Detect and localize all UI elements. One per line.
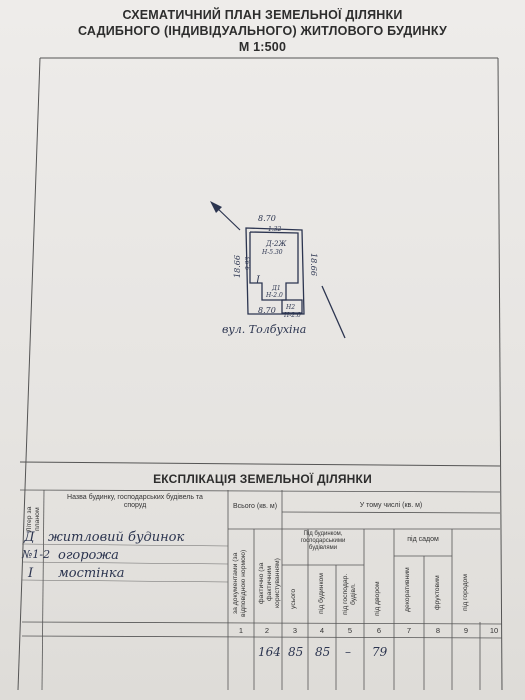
plan-bottom-dimension: 8.70 [258, 306, 276, 315]
col-header-yard: під двором [374, 581, 381, 617]
col-header-actual: фактично (за фактичним користуванням) [258, 558, 281, 608]
col-header-decorative: декоративним [404, 567, 411, 613]
col-header-including: У тому числі (кв. м) [359, 502, 423, 509]
col-header-name: Назва будинку, господарських будівель та… [67, 494, 203, 509]
col-number: 6 [376, 626, 382, 635]
doc-title-line1: СХЕМАТИЧНИЙ ПЛАН ЗЕМЕЛЬНОЇ ДІЛЯНКИ [122, 8, 403, 22]
lot-outline [245, 227, 346, 339]
row-liter: Д [24, 530, 35, 545]
row-liter: I [28, 566, 34, 581]
col-number: 7 [406, 626, 412, 635]
col-header-house: під будинком [318, 573, 325, 615]
col-header-under-buildings: Під будинком, господарськими будівлями [300, 531, 346, 551]
plan-annex1-label: Д1 [272, 285, 281, 292]
row-name: огорожа [58, 548, 119, 563]
col-number: 4 [319, 626, 325, 635]
plan-lot-number: I [256, 275, 260, 286]
col-number: 3 [292, 626, 298, 635]
plan-street-name: вул. Толбухіна [222, 323, 307, 336]
plan-annex2-height: Н-2.0 [284, 312, 301, 319]
plan-inner-top-dimension: 1.32 [268, 226, 282, 233]
value-subtotal: 85 [288, 645, 304, 659]
plan-building-height: Н-5.30 [262, 249, 283, 256]
row-name: мостінка [58, 566, 125, 581]
col-header-fruit: фруктовим [434, 575, 441, 611]
value-yard: 79 [372, 645, 388, 659]
col-header-subtotal: усього [290, 588, 297, 610]
col-header-garden: під садом [407, 536, 439, 543]
col-header-outbuildings: під господар. будівл. [342, 573, 357, 615]
doc-title-line2: САДИБНОГО (ІНДИВІДУАЛЬНОГО) ЖИТЛОВОГО БУ… [78, 24, 447, 38]
col-number: 2 [264, 626, 270, 635]
col-header-total: Всього (кв. м) [232, 503, 278, 510]
value-house: 85 [315, 645, 331, 659]
col-header-vegetable: під городом [462, 574, 469, 612]
plan-building-label: Д-2Ж [266, 240, 287, 248]
col-number: 10 [489, 626, 499, 635]
plan-top-dimension: 8.70 [258, 214, 276, 223]
value-outbuildings: – [345, 645, 351, 659]
plan-annex1-height: Н-2.0 [266, 292, 283, 299]
north-arrow-icon [210, 201, 241, 231]
plan-annex2-label: Н2 [286, 304, 296, 311]
col-number: 8 [435, 626, 441, 635]
row-liter: №1-2 [22, 548, 51, 561]
col-number: 9 [463, 626, 469, 635]
doc-scale: М 1:500 [238, 40, 287, 54]
value-actual: 164 [258, 645, 281, 659]
col-number: 1 [238, 626, 244, 635]
explication-title: ЕКСПЛІКАЦІЯ ЗЕМЕЛЬНОЇ ДІЛЯНКИ [153, 472, 372, 486]
row-name: житловий будинок [48, 530, 185, 545]
col-number: 5 [347, 626, 353, 635]
col-header-docs: за документами (за відповідною нормою) [232, 549, 247, 617]
